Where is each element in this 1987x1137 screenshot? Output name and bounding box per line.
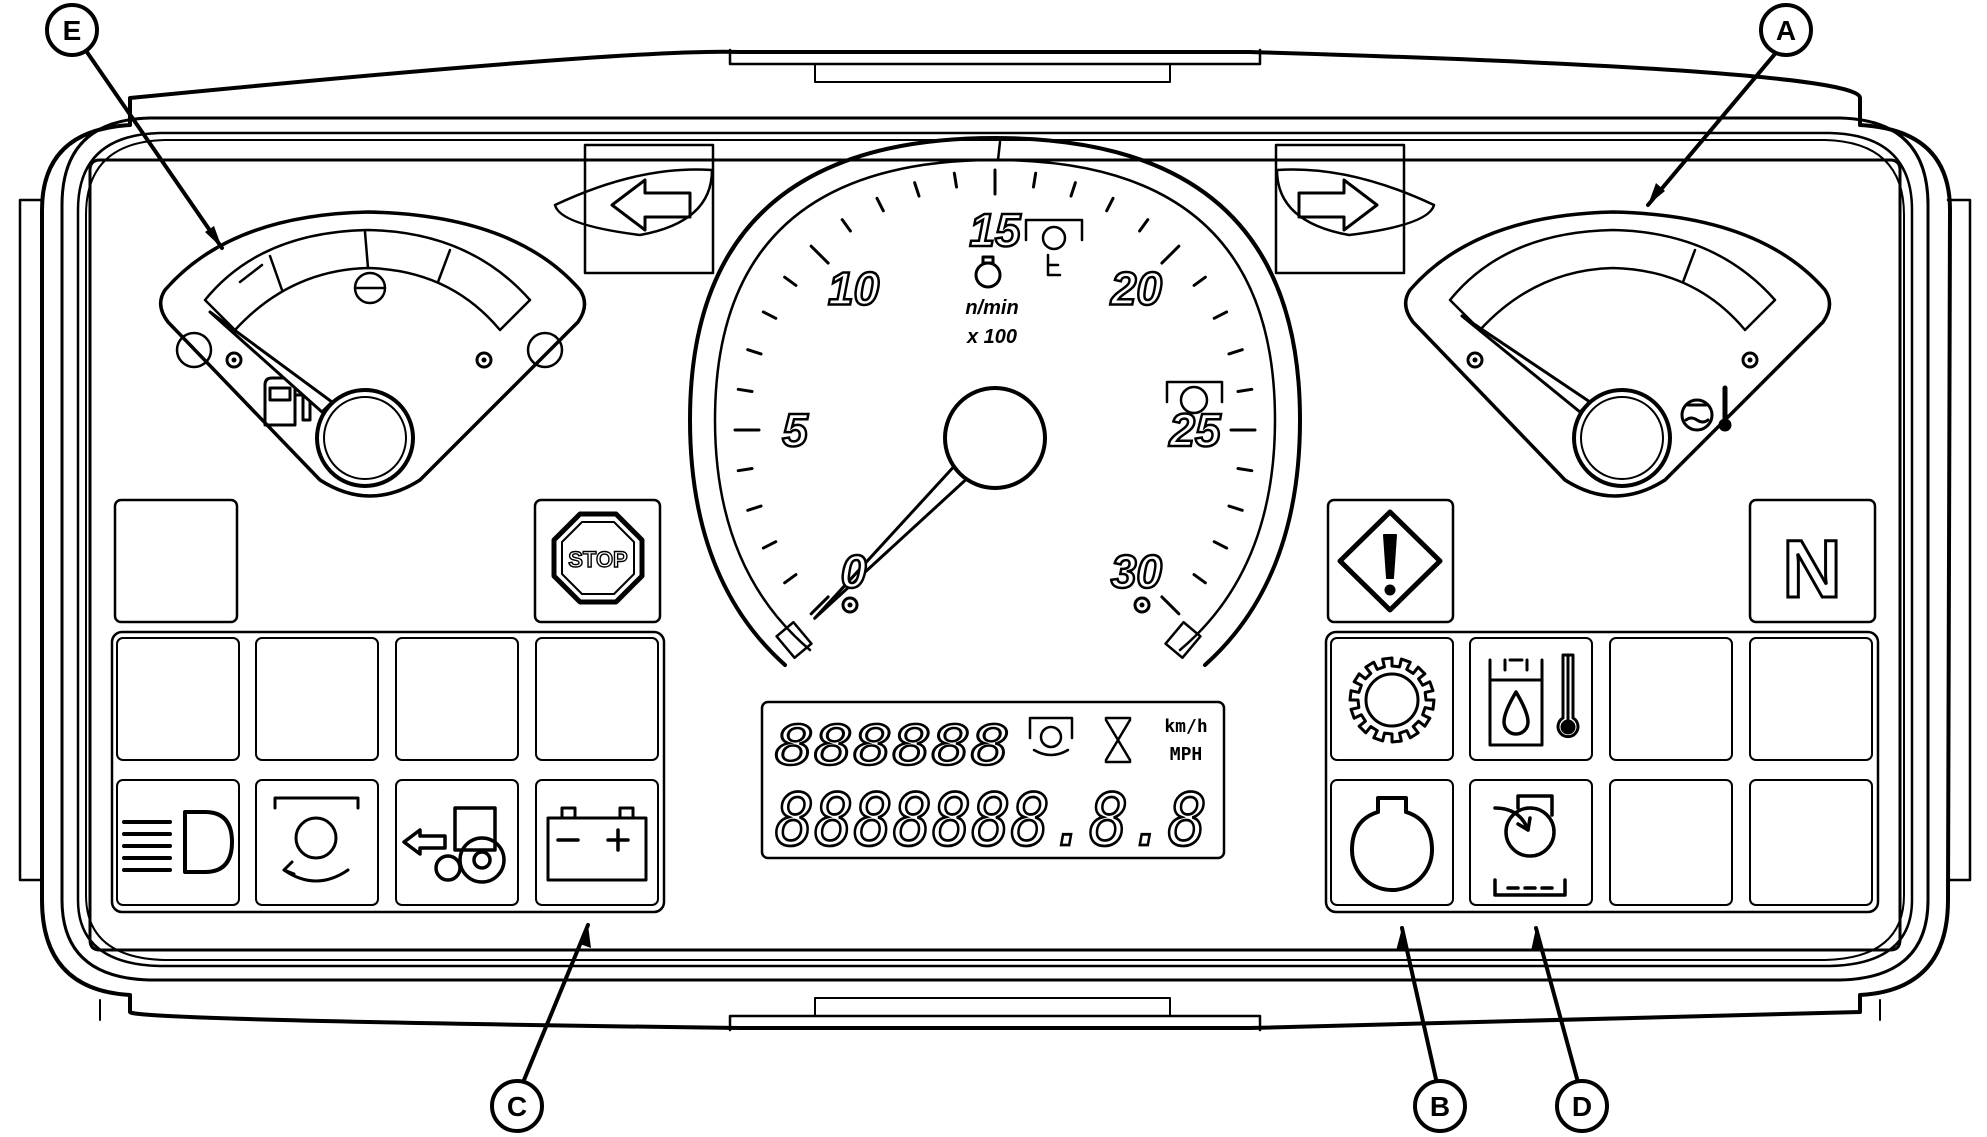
neutral-label: N <box>1782 524 1841 615</box>
tachometer <box>688 136 1302 667</box>
pto-engaged-icon <box>1493 794 1567 897</box>
tach-tick <box>1212 540 1229 550</box>
lcd-pto-speed-icon <box>1028 716 1074 757</box>
callout-b: B <box>1413 1079 1467 1133</box>
svg-text:C: C <box>507 1091 527 1122</box>
right-arrow-icon <box>1297 178 1379 232</box>
tach-tick <box>736 387 754 394</box>
svg-text:D: D <box>1572 1091 1592 1122</box>
tach-tick <box>1105 196 1115 213</box>
tach-tick <box>1192 573 1207 585</box>
panel-housing <box>18 48 1972 1032</box>
tach-unit-line1: n/min <box>965 297 1018 319</box>
tach-label-20: 20 <box>1110 263 1163 315</box>
tach-tick <box>913 181 921 198</box>
callout-a: A <box>1759 3 1813 57</box>
tach-tick <box>736 466 754 473</box>
tach-label-10: 10 <box>828 263 880 315</box>
tach-tick <box>840 218 852 233</box>
tach-tick <box>1192 275 1207 287</box>
display-face <box>88 158 1902 952</box>
lcd-display <box>760 700 1226 860</box>
neutral-indicator <box>1748 498 1877 624</box>
tach-tick <box>761 310 778 320</box>
lcd-top-digits: 888888 <box>775 714 1010 777</box>
temp-needle-hub <box>1572 388 1672 488</box>
lcd-unit-kmh: km/h <box>1164 716 1207 737</box>
headlight-icon <box>122 810 234 874</box>
tach-tick <box>1031 171 1038 189</box>
engine-speed-icon <box>974 255 1002 289</box>
stop-indicator <box>533 498 662 624</box>
coolant-temperature-icon <box>1680 385 1732 432</box>
warning-diamond-icon <box>1337 509 1443 613</box>
fuel-empty-marker <box>175 331 213 369</box>
callout-leaders <box>78 40 1787 1099</box>
fuel-scale-arc <box>203 228 532 332</box>
engine-oil-icon <box>1350 796 1434 892</box>
left-turn-indicator <box>553 143 715 275</box>
tach-tick <box>1236 466 1254 473</box>
tach-tick <box>1227 348 1244 356</box>
tach-needle-hub <box>943 386 1047 490</box>
tach-tick <box>783 573 798 585</box>
tach-tick <box>1069 181 1077 198</box>
engine-coolant-icon <box>1024 218 1084 277</box>
coolant-temperature-gauge <box>1403 210 1832 498</box>
tach-needle <box>813 462 971 620</box>
lcd-unit-mph: MPH <box>1170 744 1203 765</box>
right-turn-indicator <box>1274 143 1436 275</box>
tach-label-5: 5 <box>782 404 809 456</box>
hydraulic-oil-temperature-icon <box>1488 653 1580 747</box>
right-indicator-grid <box>1324 630 1880 914</box>
tach-tick <box>1138 218 1150 233</box>
fuel-gauge <box>158 210 587 498</box>
battery-icon <box>546 806 648 882</box>
tach-ticks <box>733 168 1257 616</box>
hourglass-icon <box>1104 716 1132 764</box>
callout-e: E <box>45 3 99 57</box>
tach-tick <box>1227 504 1244 512</box>
tach-tick <box>1160 595 1181 616</box>
fuel-needle-hub <box>315 388 415 488</box>
tach-tick <box>1236 387 1254 394</box>
pto-icon <box>273 796 360 883</box>
tach-label-25: 25 <box>1168 404 1222 456</box>
fuel-full-marker <box>526 331 564 369</box>
warning-indicator <box>1326 498 1455 624</box>
tractor-icon <box>402 806 506 884</box>
tach-tick <box>809 595 830 616</box>
tach-tick <box>761 540 778 550</box>
tach-label-30: 30 <box>1111 545 1163 597</box>
tach-label-0: 0 <box>841 545 867 597</box>
svg-text:A: A <box>1776 15 1796 46</box>
tach-tick <box>783 275 798 287</box>
callout-d: D <box>1555 1079 1609 1133</box>
tach-label-15: 15 <box>969 204 1022 256</box>
engine-temp-icon <box>1165 380 1224 415</box>
left-indicator-grid <box>110 630 666 914</box>
tach-tick <box>746 504 763 512</box>
tach-unit-line2: x 100 <box>966 326 1017 348</box>
svg-text:B: B <box>1430 1091 1450 1122</box>
tach-tick <box>1212 310 1229 320</box>
tach-tick <box>875 196 885 213</box>
tach-tick <box>1160 244 1181 265</box>
tach-tick <box>746 348 763 356</box>
svg-text:E: E <box>63 15 82 46</box>
callout-c: C <box>490 1079 544 1133</box>
battery-minus: − <box>568 848 569 850</box>
tach-scale-labels: 0 5 10 15 20 25 30 <box>781 203 1223 599</box>
left-arrow-icon <box>610 178 692 232</box>
gear-icon <box>1348 656 1436 744</box>
indicator-blank-left <box>113 498 239 624</box>
stop-label: STOP <box>568 547 628 572</box>
tach-tick <box>809 244 830 265</box>
lcd-bottom-digits: 8888888.8.8 <box>775 778 1207 862</box>
lcd-text: 888888 8888888.8.8 km/h MPH <box>774 713 1209 864</box>
tach-tick <box>952 171 959 189</box>
